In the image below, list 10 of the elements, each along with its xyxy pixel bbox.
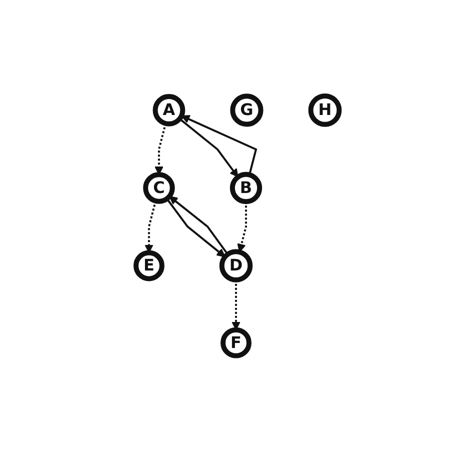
node-circle: B	[230, 172, 262, 204]
node-circle: A	[152, 94, 186, 126]
arrow	[178, 118, 238, 178]
arrow	[180, 115, 258, 176]
node-circle: H	[308, 94, 342, 127]
node-circle: E	[133, 250, 164, 282]
node-circle: C	[143, 172, 175, 204]
node-circle: G	[230, 94, 264, 127]
node-circle: D	[219, 249, 253, 282]
node-circle: F	[220, 327, 252, 358]
